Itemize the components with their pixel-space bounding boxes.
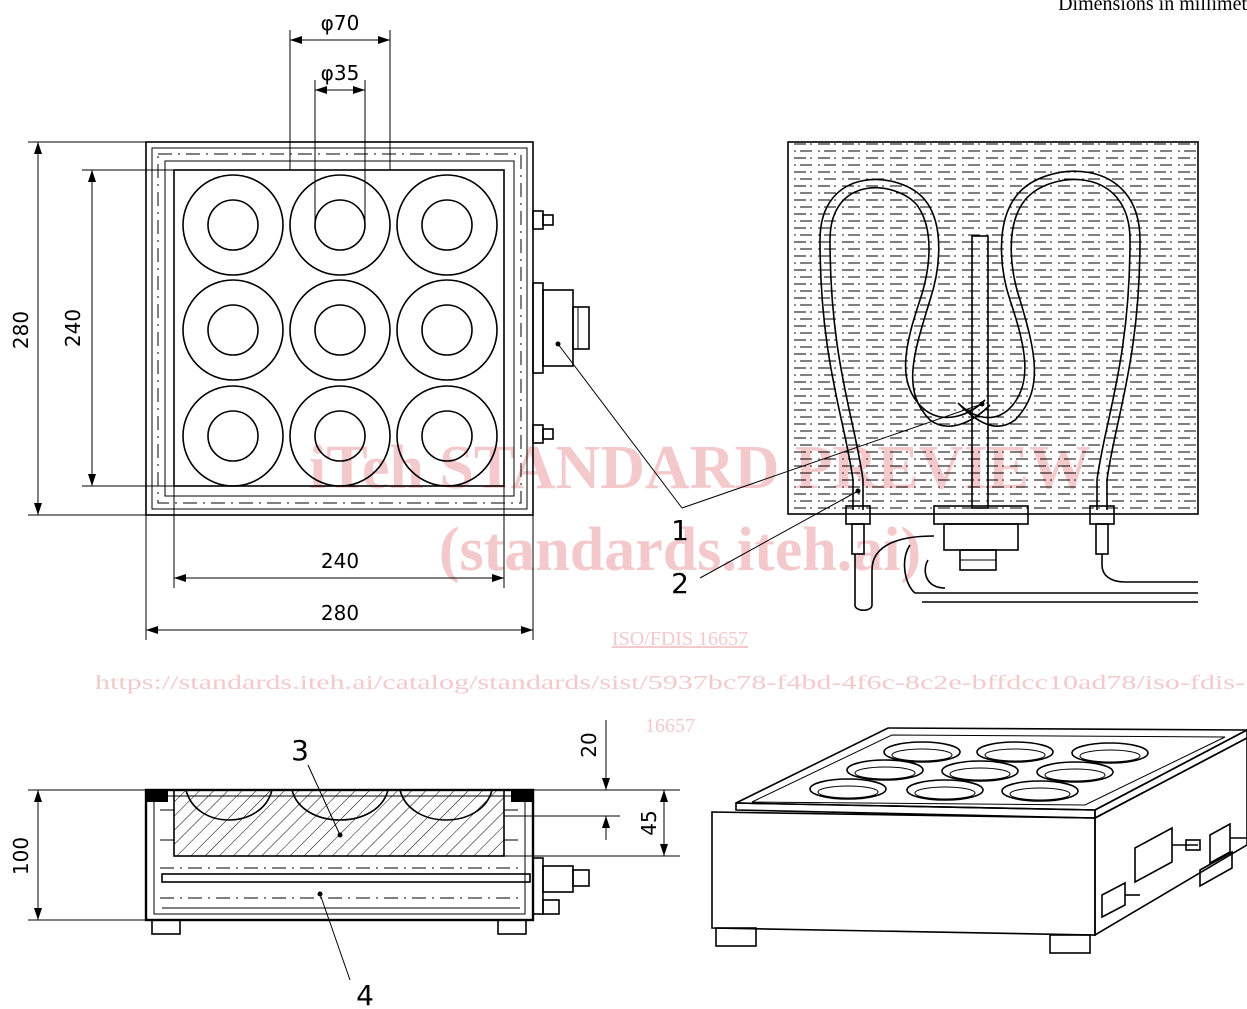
bath-fluid: [788, 142, 1198, 514]
dim-section-depth: 45: [637, 810, 661, 835]
callout-3: 3: [291, 734, 309, 767]
dim-section-height: 100: [9, 837, 33, 875]
callouts-1-2: 1 2: [557, 343, 983, 600]
watermark-num: 16657: [645, 715, 695, 737]
watermark-line2: (standards.iteh.ai): [439, 516, 921, 584]
dim-inner-height: 240: [61, 309, 85, 347]
dim-inner-width: 240: [321, 549, 359, 573]
callout-2: 2: [671, 567, 689, 600]
callout-4: 4: [356, 979, 374, 1009]
heated-block: [173, 789, 505, 857]
isometric-view: [711, 727, 1247, 954]
sample-holes: [182, 174, 498, 487]
callout-1: 1: [671, 514, 689, 547]
dim-outer-height: 280: [9, 311, 33, 349]
heater-view: [787, 141, 1199, 612]
watermark-url[interactable]: https://standards.iteh.ai/catalog/standa…: [95, 672, 1245, 694]
dim-inner-diameter: φ35: [321, 61, 360, 85]
dim-section-top: 20: [577, 732, 601, 757]
watermark-doc[interactable]: ISO/FDIS 16657: [612, 628, 748, 650]
iso-holes: [809, 741, 1149, 802]
dim-outer-diameter: φ70: [321, 11, 360, 35]
dim-outer-width: 280: [321, 601, 359, 625]
section-view: 100 20 45 3 4: [9, 720, 680, 1009]
units-note: Dimensions in millimet: [1058, 0, 1247, 15]
top-view: φ70 φ35 280 240 240 280: [9, 11, 590, 640]
